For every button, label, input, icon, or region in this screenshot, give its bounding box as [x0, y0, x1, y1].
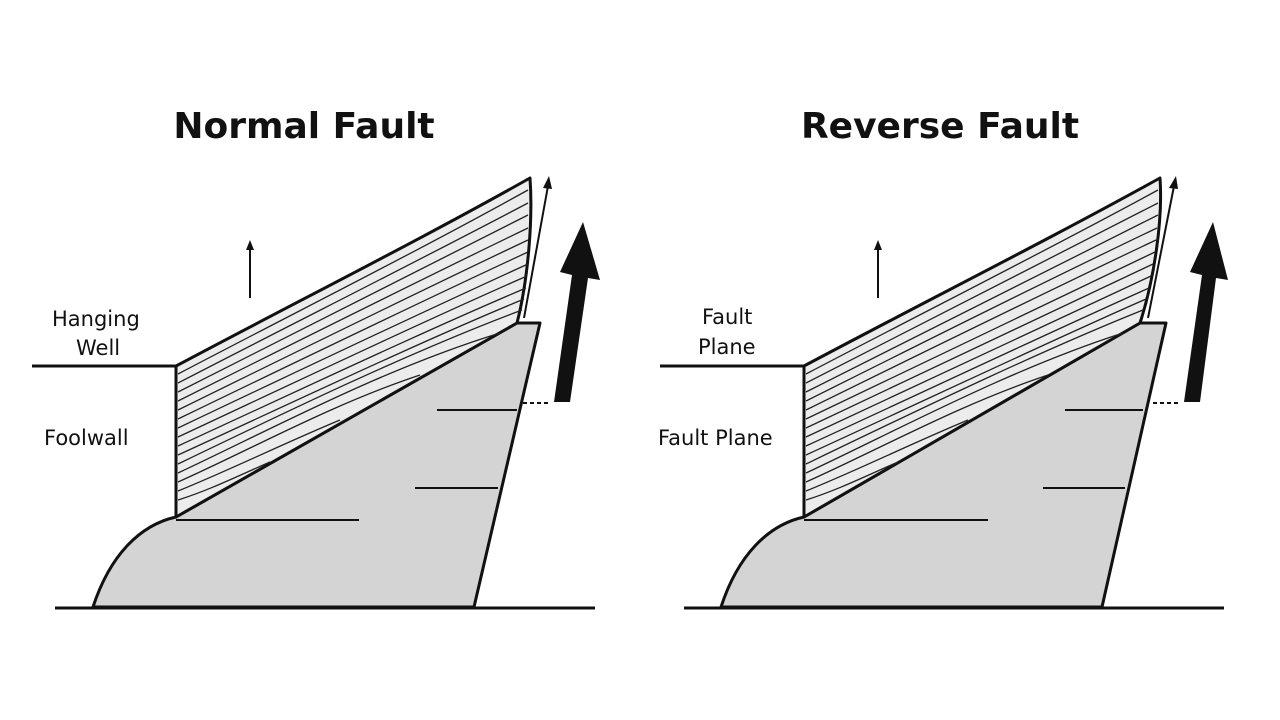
normal-fault-title: Normal Fault: [173, 106, 435, 147]
normal-fault-panel: Normal Fault: [32, 106, 600, 610]
hanging-wall-block: [174, 176, 533, 519]
bold-up-arrow-icon: [1184, 222, 1228, 402]
strata-lines: [805, 189, 1159, 501]
hanging-wall-block: [802, 176, 1163, 519]
upper-label-line1: Fault: [702, 305, 753, 329]
upper-label-line2: Plane: [698, 335, 756, 359]
small-up-arrow-icon: [874, 240, 882, 298]
reverse-fault-diagram: [660, 176, 1228, 610]
lower-label: Fault Plane: [658, 426, 773, 450]
reverse-fault-panel: Reverse Fault: [628, 0, 1268, 720]
thin-slip-arrow-icon: [523, 176, 552, 319]
thin-slip-arrow-icon: [1147, 176, 1178, 319]
upper-label-line1: Hanging: [52, 307, 140, 331]
small-up-arrow-icon: [246, 240, 254, 298]
upper-label-line2: Well: [76, 336, 121, 360]
reverse-fault-title: Reverse Fault: [800, 106, 1080, 147]
lower-label: Foolwall: [44, 426, 129, 450]
normal-fault-diagram: [32, 176, 600, 610]
strata-lines: [177, 189, 529, 501]
bold-up-arrow-icon: [554, 222, 600, 402]
